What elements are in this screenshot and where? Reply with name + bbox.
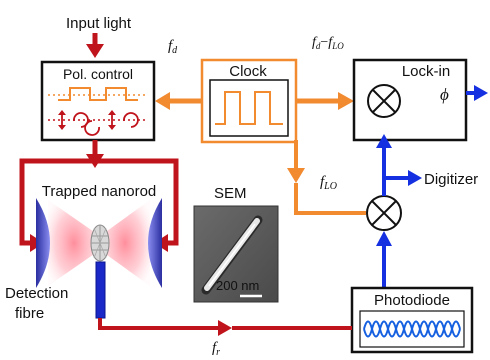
clock-label: Clock	[229, 63, 267, 80]
beam-left	[48, 200, 100, 286]
fd-label: fd	[168, 38, 178, 56]
optical-trap	[36, 198, 162, 288]
route-right-lens	[95, 158, 179, 246]
phase-output-arrow	[474, 85, 488, 101]
phase-symbol: ϕ	[440, 85, 449, 104]
clock-square-wave	[215, 91, 283, 125]
sem-image: 200 nm	[193, 205, 279, 303]
pol-square-wave	[58, 87, 138, 101]
detection-label-line1: Detection	[5, 285, 68, 302]
input-light-label: Input light	[66, 15, 132, 32]
right-lens-icon	[148, 198, 162, 288]
fr-label: fr	[212, 340, 220, 358]
flo-label: fLO	[320, 174, 337, 192]
route-left-lens	[19, 158, 95, 246]
fd-minus-flo-label: fd−fLO	[312, 35, 344, 51]
clock-down-arrow	[287, 168, 305, 183]
photodiode-to-mixer-arrow	[376, 231, 392, 246]
detection-fibre-icon	[95, 261, 106, 319]
pol-control-box: Pol. control	[40, 60, 156, 142]
fibre-to-photodiode-line	[98, 318, 220, 330]
photodiode-box: Photodiode	[350, 286, 474, 354]
clock-box: Clock	[200, 58, 298, 144]
mixer-to-lockin-arrow	[376, 134, 392, 148]
digitizer-label: Digitizer	[424, 171, 478, 188]
left-lens-icon	[36, 198, 50, 288]
nanorod-icon	[90, 224, 110, 262]
trapped-nanorod-label: Trapped nanorod	[42, 183, 157, 200]
pol-control-label: Pol. control	[63, 66, 133, 82]
photodiode-label: Photodiode	[374, 292, 450, 309]
beam-right	[100, 200, 150, 286]
clock-to-pol-arrow	[155, 92, 170, 110]
fr-arrow	[218, 320, 232, 336]
detection-label-line2: fibre	[15, 305, 44, 322]
lock-in-box: Lock-in ϕ	[352, 58, 468, 142]
sem-label: SEM	[214, 185, 247, 202]
flo-mixer-icon	[366, 195, 402, 231]
scale-bar-label: 200 nm	[216, 278, 259, 293]
polarization-rotation-icon	[58, 110, 139, 136]
input-light-arrow	[86, 44, 104, 58]
flo-to-mixer-line	[294, 183, 366, 215]
digitizer-arrow	[408, 170, 422, 186]
lock-in-label: Lock-in	[402, 63, 450, 80]
clock-to-lockin-arrow	[338, 92, 354, 110]
